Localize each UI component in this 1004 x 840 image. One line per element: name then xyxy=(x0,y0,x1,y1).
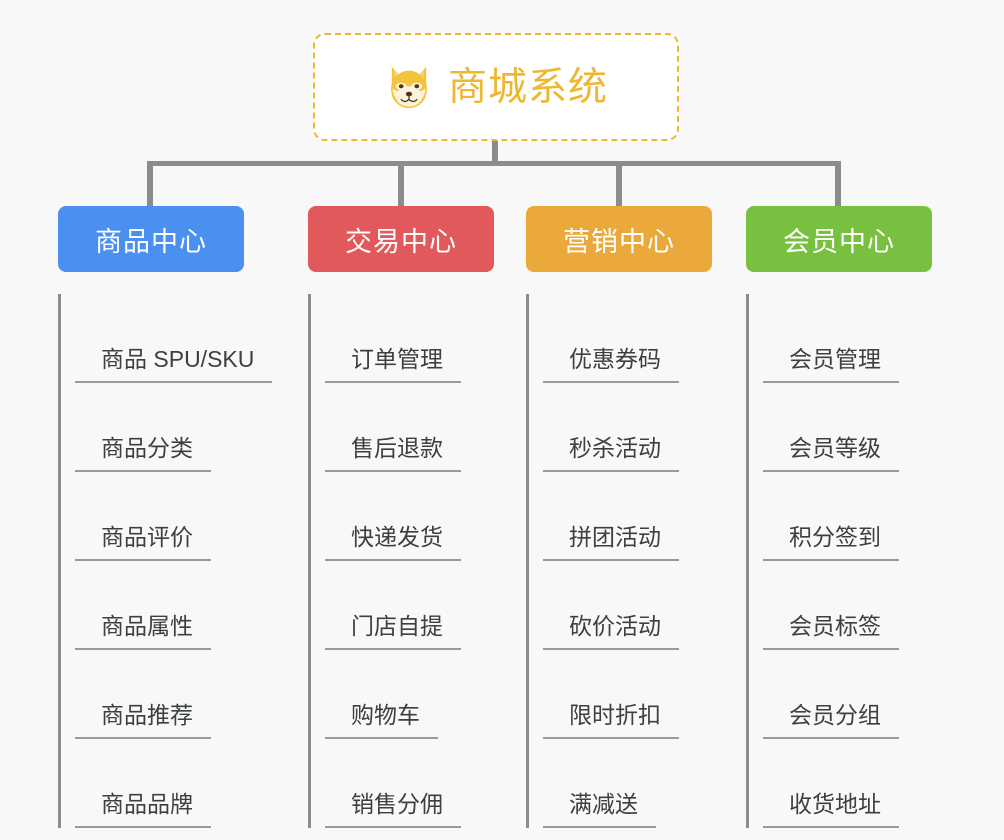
root-title: 商城系统 xyxy=(447,65,608,109)
leaf-label: 商品推荐 xyxy=(75,702,211,739)
list-item[interactable]: 秒杀活动 xyxy=(529,383,746,472)
list-item[interactable]: 收货地址 xyxy=(749,739,966,828)
list-item[interactable]: 购物车 xyxy=(311,650,528,739)
list-item[interactable]: 商品品牌 xyxy=(61,739,288,828)
category-column-product: 商品中心 商品 SPU/SKU 商品分类 商品评价 商品属性 商品推荐 商品品牌 xyxy=(58,206,288,828)
category-label: 商品中心 xyxy=(95,226,207,257)
list-item[interactable]: 商品推荐 xyxy=(61,650,288,739)
leaf-label: 积分签到 xyxy=(763,524,899,561)
leaf-label: 商品属性 xyxy=(75,613,211,650)
category-header-product[interactable]: 商品中心 xyxy=(58,206,244,272)
leaf-label: 满减送 xyxy=(543,791,656,828)
leaf-label: 商品品牌 xyxy=(75,791,211,828)
category-column-trade: 交易中心 订单管理 售后退款 快递发货 门店自提 购物车 销售分佣 xyxy=(308,206,528,828)
connector-drop-4 xyxy=(835,161,841,208)
list-item[interactable]: 快递发货 xyxy=(311,472,528,561)
leaf-list-product: 商品 SPU/SKU 商品分类 商品评价 商品属性 商品推荐 商品品牌 xyxy=(58,294,288,828)
leaf-label: 收货地址 xyxy=(763,791,899,828)
leaf-list-marketing: 优惠券码 秒杀活动 拼团活动 砍价活动 限时折扣 满减送 xyxy=(526,294,746,828)
list-item[interactable]: 订单管理 xyxy=(311,294,528,383)
leaf-label: 销售分佣 xyxy=(325,791,461,828)
leaf-list-trade: 订单管理 售后退款 快递发货 门店自提 购物车 销售分佣 xyxy=(308,294,528,828)
category-header-trade[interactable]: 交易中心 xyxy=(308,206,494,272)
list-item[interactable]: 限时折扣 xyxy=(529,650,746,739)
list-item[interactable]: 销售分佣 xyxy=(311,739,528,828)
list-item[interactable]: 满减送 xyxy=(529,739,746,828)
connector-drop-2 xyxy=(398,161,404,208)
list-item[interactable]: 商品 SPU/SKU xyxy=(61,294,288,383)
list-item[interactable]: 砍价活动 xyxy=(529,561,746,650)
category-header-marketing[interactable]: 营销中心 xyxy=(526,206,712,272)
root-node[interactable]: 商城系统 xyxy=(313,33,679,141)
category-label: 营销中心 xyxy=(563,226,675,257)
leaf-label: 会员等级 xyxy=(763,435,899,472)
leaf-label: 会员管理 xyxy=(763,346,899,383)
list-item[interactable]: 售后退款 xyxy=(311,383,528,472)
leaf-label: 商品分类 xyxy=(75,435,211,472)
leaf-label: 门店自提 xyxy=(325,613,461,650)
leaf-label: 会员分组 xyxy=(763,702,899,739)
list-item[interactable]: 会员分组 xyxy=(749,650,966,739)
leaf-label: 快递发货 xyxy=(325,524,461,561)
leaf-label: 限时折扣 xyxy=(543,702,679,739)
leaf-label: 商品 SPU/SKU xyxy=(75,346,273,383)
list-item[interactable]: 商品评价 xyxy=(61,472,288,561)
leaf-label: 售后退款 xyxy=(325,435,461,472)
list-item[interactable]: 商品属性 xyxy=(61,561,288,650)
leaf-label: 购物车 xyxy=(325,702,438,739)
list-item[interactable]: 优惠券码 xyxy=(529,294,746,383)
list-item[interactable]: 拼团活动 xyxy=(529,472,746,561)
list-item[interactable]: 会员标签 xyxy=(749,561,966,650)
category-label: 交易中心 xyxy=(345,226,457,257)
leaf-label: 优惠券码 xyxy=(543,346,679,383)
leaf-label: 拼团活动 xyxy=(543,524,679,561)
leaf-label: 会员标签 xyxy=(763,613,899,650)
list-item[interactable]: 会员等级 xyxy=(749,383,966,472)
category-column-marketing: 营销中心 优惠券码 秒杀活动 拼团活动 砍价活动 限时折扣 满减送 xyxy=(526,206,746,828)
connector-drop-3 xyxy=(616,161,622,208)
leaf-label: 商品评价 xyxy=(75,524,211,561)
shiba-dog-face-icon xyxy=(391,66,427,109)
list-item[interactable]: 积分签到 xyxy=(749,472,966,561)
list-item[interactable]: 商品分类 xyxy=(61,383,288,472)
category-column-member: 会员中心 会员管理 会员等级 积分签到 会员标签 会员分组 收货地址 xyxy=(746,206,966,828)
connector-stem xyxy=(492,141,498,164)
leaf-list-member: 会员管理 会员等级 积分签到 会员标签 会员分组 收货地址 xyxy=(746,294,966,828)
connector-horizontal-bar xyxy=(147,161,841,166)
category-label: 会员中心 xyxy=(783,226,895,257)
leaf-label: 秒杀活动 xyxy=(543,435,679,472)
list-item[interactable]: 会员管理 xyxy=(749,294,966,383)
list-item[interactable]: 门店自提 xyxy=(311,561,528,650)
category-header-member[interactable]: 会员中心 xyxy=(746,206,932,272)
connector-drop-1 xyxy=(147,161,153,208)
leaf-label: 砍价活动 xyxy=(543,613,679,650)
leaf-label: 订单管理 xyxy=(325,346,461,383)
